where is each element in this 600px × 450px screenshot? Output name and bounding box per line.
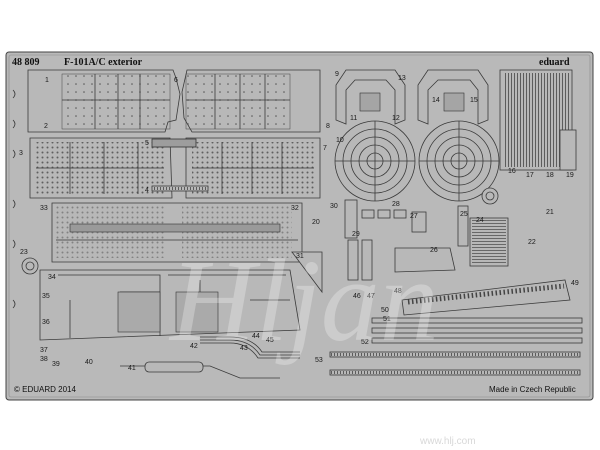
watermark-logo: Hljan [168, 235, 439, 366]
label-32: 32 [291, 205, 299, 212]
label-24: 24 [476, 217, 484, 224]
product-name: F-101A/C exterior [64, 57, 143, 68]
label-52: 52 [361, 339, 369, 346]
copyright-text: © EDUARD 2014 [14, 385, 76, 394]
part-41-43-tubes [120, 336, 300, 379]
label-43: 43 [240, 345, 248, 352]
label-6: 6 [174, 77, 178, 84]
label-1: 1 [45, 77, 49, 84]
part-25-32-small [291, 199, 469, 294]
label-4: 4 [145, 187, 149, 194]
label-20: 20 [312, 219, 320, 226]
label-44: 44 [252, 333, 260, 340]
edge-tabs-left [12, 89, 16, 309]
brand-logo: eduard [539, 57, 570, 68]
label-9: 9 [335, 71, 339, 78]
part-10-disks [334, 120, 500, 202]
part-1-6-upper-panels [27, 69, 321, 133]
label-29: 29 [352, 231, 360, 238]
label-10: 10 [336, 137, 344, 144]
label-51: 51 [383, 316, 391, 323]
label-35: 35 [42, 293, 50, 300]
part-23-rings [21, 187, 499, 275]
part-3-7-wing-panels [29, 137, 321, 199]
label-42: 42 [190, 343, 198, 350]
part-50-53-rails [329, 317, 583, 376]
label-7: 7 [323, 145, 327, 152]
part-33-20-long-panels [51, 202, 303, 263]
label-11: 11 [350, 115, 357, 122]
product-code: 48 809 [12, 57, 40, 68]
label-8: 8 [326, 123, 330, 130]
label-22: 22 [528, 239, 536, 246]
label-3: 3 [19, 150, 23, 157]
part-labels: 1 2 3 4 5 6 7 8 9 10 11 12 13 14 15 16 1… [19, 71, 579, 372]
label-37: 37 [40, 347, 48, 354]
label-31: 31 [296, 253, 304, 260]
label-26: 26 [430, 247, 438, 254]
part-11-15-frames [335, 69, 489, 125]
label-28: 28 [392, 201, 400, 208]
label-45: 45 [266, 337, 274, 344]
part-16-19-grilles [499, 69, 577, 171]
label-33: 33 [40, 205, 48, 212]
label-27: 27 [410, 213, 418, 220]
label-13: 13 [398, 75, 406, 82]
label-17: 17 [526, 172, 534, 179]
label-23: 23 [20, 249, 28, 256]
label-21: 21 [546, 209, 554, 216]
label-18: 18 [546, 172, 554, 179]
label-36: 36 [42, 319, 50, 326]
part-24-grille [469, 217, 509, 267]
label-16: 16 [508, 168, 516, 175]
part-48-49-vent-strip [401, 279, 571, 316]
label-19: 19 [566, 172, 574, 179]
label-14: 14 [432, 97, 440, 104]
label-34: 34 [48, 274, 56, 281]
label-5: 5 [145, 140, 149, 147]
label-25: 25 [460, 211, 468, 218]
label-46: 46 [353, 293, 361, 300]
label-39: 39 [52, 361, 60, 368]
label-49: 49 [571, 280, 579, 287]
label-2: 2 [44, 123, 48, 130]
label-40: 40 [85, 359, 93, 366]
part-4-5-strips [151, 138, 209, 192]
label-53: 53 [315, 357, 323, 364]
label-48: 48 [394, 288, 402, 295]
label-47: 47 [367, 293, 375, 300]
label-30: 30 [330, 203, 338, 210]
label-50: 50 [381, 307, 389, 314]
label-38: 38 [40, 356, 48, 363]
origin-text: Made in Czech Republic [489, 385, 576, 394]
website-watermark: www.hlj.com [419, 436, 476, 447]
label-12: 12 [392, 115, 400, 122]
part-34-lower-panels [39, 269, 301, 341]
label-15: 15 [470, 97, 478, 104]
label-41: 41 [128, 365, 136, 372]
